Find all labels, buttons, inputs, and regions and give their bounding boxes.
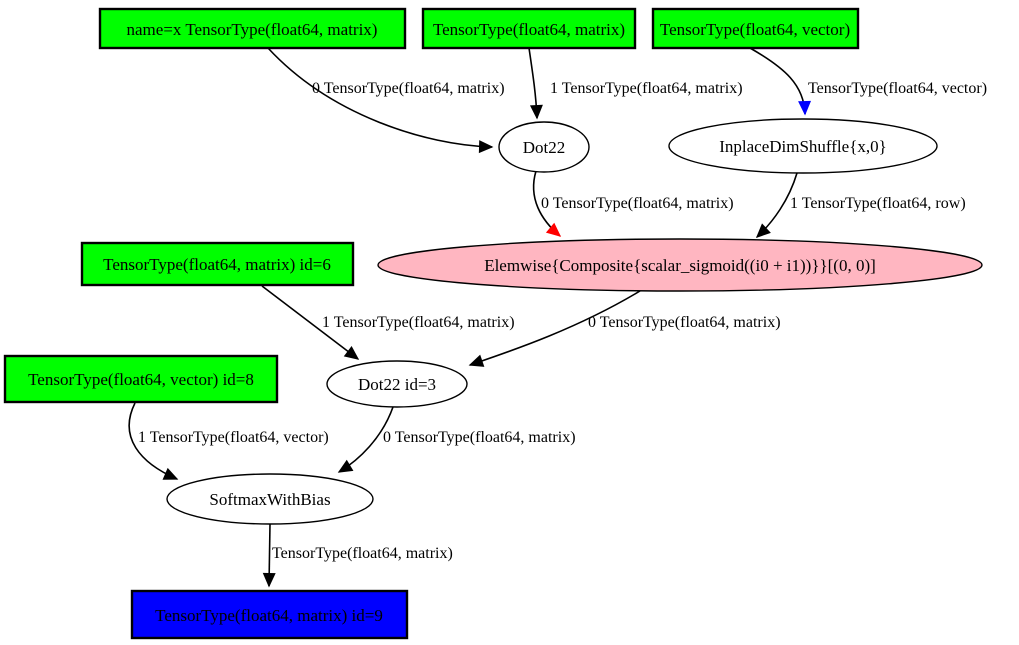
node-dimshuffle: InplaceDimShuffle{x,0} (668, 118, 938, 174)
node-dot22: Dot22 (498, 121, 590, 173)
op-ellipse (326, 360, 468, 408)
edge-label: TensorType(float64, vector) (808, 80, 987, 97)
edge-x-to-dot22 (267, 47, 494, 154)
op-ellipse (498, 121, 590, 173)
op-ellipse (668, 118, 938, 174)
edge-label: 1 TensorType(float64, matrix) (550, 80, 743, 97)
node-label: Dot22 id=3 (358, 375, 436, 394)
edge-label: 0 TensorType(float64, matrix) (312, 80, 505, 97)
edge-dot22-to-elemwise (532, 170, 562, 237)
edge-label: 0 TensorType(float64, matrix) (541, 195, 734, 212)
input-box (98, 7, 407, 50)
node-label: TensorType(float64, matrix) id=9 (155, 606, 383, 625)
edge-label: 0 TensorType(float64, matrix) (383, 429, 576, 446)
edge-label: TensorType(float64, matrix) (272, 545, 453, 562)
edge-vector-to-dimshuffle (749, 47, 812, 116)
edge-id8-to-softmax (128, 402, 179, 480)
op-ellipse (166, 473, 374, 525)
node-label: InplaceDimShuffle{x,0} (719, 137, 887, 156)
node-elemwise: Elemwise{Composite{scalar_sigmoid((i0 + … (377, 238, 983, 292)
edge-dimshuffle-to-elemwise (755, 172, 798, 238)
node-input-id8: TensorType(float64, vector) id=8 (3, 354, 279, 404)
input-box (421, 7, 637, 50)
edge-label: 1 TensorType(float64, row) (790, 195, 966, 212)
edge-label: 1 TensorType(float64, matrix) (322, 314, 515, 331)
edge-label: 1 TensorType(float64, vector) (138, 429, 329, 446)
output-box (130, 589, 409, 640)
node-input-x: name=x TensorType(float64, matrix) (98, 7, 407, 50)
node-input-id6: TensorType(float64, matrix) id=6 (80, 241, 355, 287)
edge-elemwise-to-dot22id3 (468, 290, 641, 367)
edge-id6-to-dot22id3 (261, 285, 360, 360)
input-box (3, 354, 279, 404)
edge-dot22id3-to-softmax (337, 406, 394, 473)
edge-label: 0 TensorType(float64, matrix) (588, 314, 781, 331)
input-box (651, 7, 860, 50)
node-input-vector: TensorType(float64, vector) (651, 7, 860, 50)
node-input-matrix: TensorType(float64, matrix) (421, 7, 637, 50)
edge-matrix-to-dot22 (528, 47, 543, 120)
node-label: SoftmaxWithBias (209, 490, 330, 509)
node-label: name=x TensorType(float64, matrix) (127, 20, 378, 39)
node-label: TensorType(float64, matrix) id=6 (103, 255, 331, 274)
edge-softmax-to-id9 (262, 523, 276, 588)
elemwise-ellipse (377, 238, 983, 292)
input-box (80, 241, 355, 287)
node-label: TensorType(float64, vector) id=8 (28, 370, 254, 389)
node-dot22-id3: Dot22 id=3 (326, 360, 468, 408)
node-output-id9: TensorType(float64, matrix) id=9 (130, 589, 409, 640)
node-label: Elemwise{Composite{scalar_sigmoid((i0 + … (484, 256, 876, 275)
node-label: Dot22 (523, 138, 566, 157)
node-softmax: SoftmaxWithBias (166, 473, 374, 525)
node-label: TensorType(float64, vector) (660, 20, 850, 39)
node-label: TensorType(float64, matrix) (433, 20, 625, 39)
